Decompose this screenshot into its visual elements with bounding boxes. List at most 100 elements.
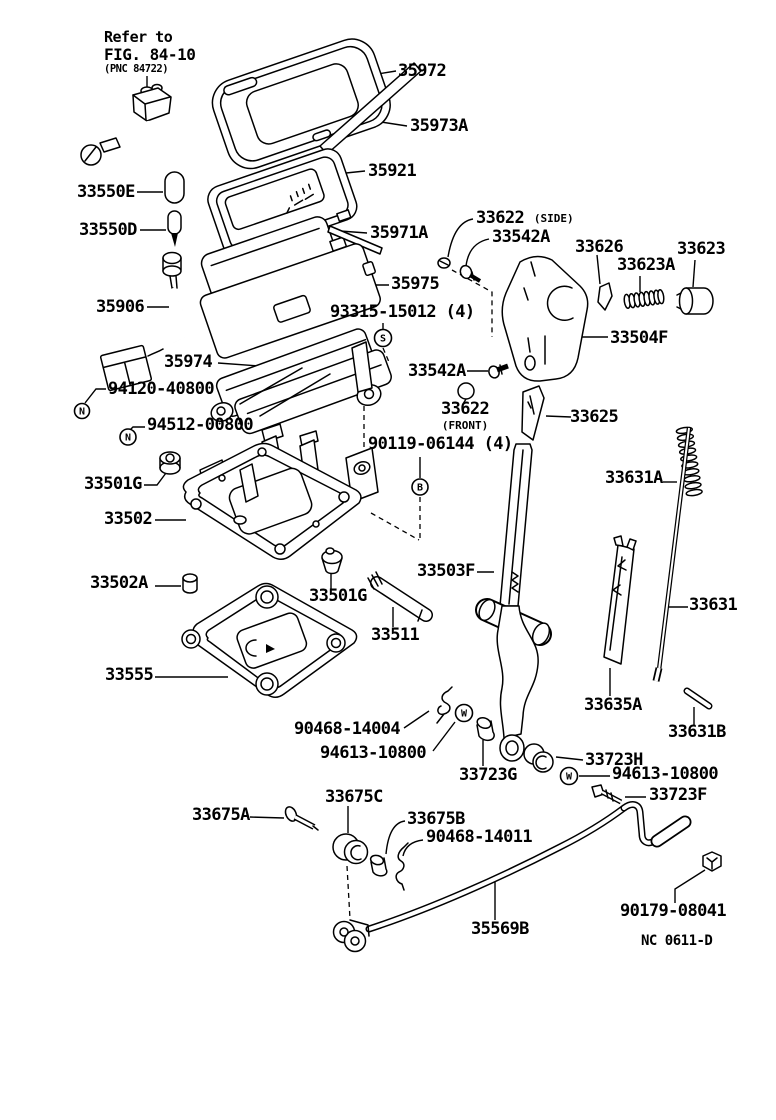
reference-note-line3: (PNC 84722)	[104, 63, 169, 75]
part-33675C-bushing	[332, 833, 369, 865]
part-label-33631B: 33631B	[668, 722, 726, 742]
part-label-90119-06144: 90119-06144 (4)	[368, 434, 513, 454]
part-33555-cover	[181, 582, 358, 698]
part-label-33622-side: 33622 (SIDE)	[476, 208, 574, 228]
part-label-94613-10800-2: 94613-10800	[612, 764, 719, 784]
part-label-93315-15012: 93315-15012 (4)	[330, 302, 475, 322]
symbol-letter-w2: W	[566, 772, 573, 783]
part-90179-08041-nut	[702, 851, 722, 872]
part-33550D-bulb	[167, 210, 182, 247]
symbol-circle-w2: W	[559, 766, 579, 786]
part-label-33501G-2: 33501G	[309, 586, 367, 606]
part-33631B-pin	[683, 687, 713, 710]
reference-note: Refer to FIG. 84-10 (PNC 84722)	[104, 28, 196, 75]
part-label-33723F: 33723F	[649, 785, 707, 805]
part-33622-front-ball	[457, 382, 475, 400]
od-switch-harness	[80, 83, 172, 166]
drawing-code: NC 0611-D	[641, 933, 713, 949]
part-label-33501G-1: 33501G	[84, 474, 142, 494]
symbol-circle-w1: W	[454, 703, 474, 723]
part-label-33502A: 33502A	[90, 573, 148, 593]
part-33723H-bushing	[523, 743, 554, 773]
part-label-33503F: 33503F	[417, 561, 475, 581]
part-label-33504F: 33504F	[610, 328, 668, 348]
part-35569B-rod	[332, 801, 692, 953]
part-label-35973A: 35973A	[410, 116, 468, 136]
symbol-circle-n2: N	[119, 428, 137, 446]
part-label-33723G: 33723G	[459, 765, 517, 785]
part-33631-rod	[652, 427, 692, 682]
part-33625-bar	[521, 385, 545, 441]
part-35906-solenoid-wire	[99, 251, 189, 392]
symbol-letter-b: B	[417, 483, 423, 494]
part-label-33550D: 33550D	[79, 220, 137, 240]
part-label-90179-08041: 90179-08041	[620, 901, 727, 921]
part-label-33622-front: 33622(FRONT)	[441, 399, 490, 432]
symbol-letter-n2: N	[125, 433, 131, 444]
shift-pattern-marks	[286, 183, 314, 214]
part-label-94613-10800-1: 94613-10800	[320, 743, 427, 763]
part-label-35971A: 35971A	[370, 223, 428, 243]
part-33501G-bushing-1	[159, 451, 181, 475]
part-label-33542A-1: 33542A	[492, 227, 550, 247]
assembly-dashed-lines	[346, 269, 493, 920]
part-label-35975: 35975	[391, 274, 440, 294]
part-33502-base-plate	[182, 442, 362, 560]
part-33542A-screw-1	[459, 264, 482, 283]
part-label-33502: 33502	[104, 509, 153, 529]
part-90468-14011-clip	[395, 842, 409, 891]
part-label-33723H: 33723H	[585, 750, 643, 770]
symbol-circle-s: S	[373, 328, 393, 348]
symbol-circle-b: B	[411, 478, 429, 496]
part-33503F-lever	[475, 443, 552, 762]
part-33504F-detent-plate	[501, 255, 589, 382]
symbol-circle-n1: N	[73, 402, 91, 420]
part-33675A-screw	[284, 806, 319, 831]
part-label-33623A: 33623A	[617, 255, 675, 275]
part-label-90468-14004: 90468-14004	[294, 719, 401, 739]
part-33635A-plate	[603, 535, 637, 665]
part-label-35906: 35906	[96, 297, 145, 317]
part-label-33675B: 33675B	[407, 809, 465, 829]
part-33623-knob	[676, 287, 714, 315]
part-90468-14004-clip	[436, 686, 453, 724]
part-33623A-spring	[623, 288, 665, 310]
part-label-94120-40800: 94120-40800	[108, 379, 215, 399]
part-label-33626: 33626	[575, 237, 624, 257]
part-35975-sheet	[199, 243, 381, 359]
part-35974-housing	[210, 328, 392, 447]
part-33501G-bushing-2	[321, 547, 343, 575]
part-33622-side-screw	[437, 257, 451, 269]
symbol-letter-s: S	[380, 334, 386, 345]
part-33626-wedge	[597, 282, 613, 311]
part-33550E-bulb	[164, 171, 185, 204]
leader-lines	[84, 70, 706, 920]
part-label-33631: 33631	[689, 595, 738, 615]
part-label-33550E: 33550E	[77, 182, 135, 202]
part-label-33542A-2: 33542A	[408, 361, 466, 381]
part-label-90468-14011: 90468-14011	[426, 827, 533, 847]
part-33723G-bushing	[476, 716, 495, 742]
part-33502A-plug	[182, 573, 198, 594]
part-label-35569B: 35569B	[471, 919, 529, 939]
reference-note-line2: FIG. 84-10	[104, 45, 196, 64]
part-label-33675A: 33675A	[192, 805, 250, 825]
part-label-33635A: 33635A	[584, 695, 642, 715]
part-label-33625: 33625	[570, 407, 619, 427]
part-label-35972: 35972	[398, 61, 447, 81]
symbol-letter-w1: W	[461, 709, 468, 720]
part-33675B-bushing	[369, 854, 388, 877]
part-label-35921: 35921	[368, 161, 417, 181]
reference-note-line1: Refer to	[104, 28, 173, 46]
part-33723F-screw	[591, 784, 623, 805]
part-label-33511: 33511	[371, 625, 420, 645]
part-label-33555: 33555	[105, 665, 154, 685]
part-label-33623: 33623	[677, 239, 726, 259]
part-label-94512-00800: 94512-00800	[147, 415, 254, 435]
part-label-33675C: 33675C	[325, 787, 383, 807]
part-label-35974: 35974	[164, 352, 213, 372]
part-33542A-screw-2	[488, 363, 509, 379]
part-label-33631A: 33631A	[605, 468, 663, 488]
